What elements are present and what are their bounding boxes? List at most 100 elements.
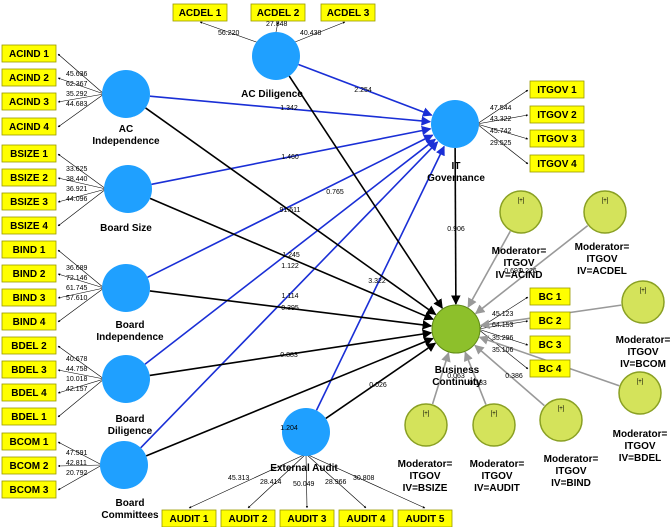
bc-indicator-1[interactable]: BC 1 (529, 287, 571, 306)
label-ac-diligence: AC Diligence (241, 89, 303, 100)
label-external-audit: External Audit (270, 463, 338, 474)
moderator-acind[interactable] (499, 190, 543, 234)
audit-loading-2: 28.414 (260, 479, 282, 486)
bc-indicator-3[interactable]: BC 3 (529, 335, 571, 354)
path-bsize-itgov (151, 125, 432, 186)
bind-indicator-2[interactable]: BIND 2 (1, 264, 57, 283)
bdel-indicator-1[interactable]: BDEL 2 (1, 336, 57, 355)
construct-bsize[interactable] (104, 165, 152, 213)
bcom-indicator-3[interactable]: BCOM 3 (1, 480, 57, 499)
bsize-indicator-2[interactable]: BSIZE 2 (1, 168, 57, 187)
acdel-indicator-2[interactable]: ACDEL 2 (250, 3, 306, 22)
bdel-indicator-4[interactable]: BDEL 1 (1, 407, 57, 426)
bsize-indicator-4[interactable]: BSIZE 4 (1, 216, 57, 235)
acind-loading-2: 62.367 (66, 81, 88, 88)
bsize-indicator-1-label: BSIZE 1 (10, 149, 48, 160)
acind-indicator-3[interactable]: ACIND 3 (1, 92, 57, 111)
moderator-bdel[interactable] (618, 371, 662, 415)
bsize-loading-3: 36.921 (66, 186, 88, 193)
acdel-indicator-3[interactable]: ACDEL 3 (320, 3, 376, 22)
path-bind-bc (149, 290, 433, 330)
construct-bc[interactable] (431, 304, 481, 354)
moderator-acdel[interactable] (583, 190, 627, 234)
moderator-bind[interactable] (539, 398, 583, 442)
itgov-indicator-3-label: ITGOV 3 (537, 134, 577, 145)
bdel-arrow-2 (57, 369, 105, 380)
coef-mod-bcom: 0.386 (505, 373, 523, 380)
moderator-marker-bind: [+] (558, 406, 565, 412)
path-bsize-bc (149, 197, 434, 321)
bc-indicator-4[interactable]: BC 4 (529, 359, 571, 378)
path-moderator-acdel-bc (474, 224, 589, 315)
audit-indicator-1[interactable]: AUDIT 1 (161, 509, 217, 527)
path-bcom-bc (145, 337, 434, 457)
acind-indicator-1[interactable]: ACIND 1 (1, 44, 57, 63)
moderator-marker-bcom: [+] (640, 288, 647, 294)
bind-indicator-1[interactable]: BIND 1 (1, 240, 57, 259)
bc-indicator-1-box (529, 287, 571, 306)
bcom-indicator-3-label: BCOM 3 (10, 485, 49, 496)
construct-acind[interactable] (102, 70, 150, 118)
audit-indicator-4[interactable]: AUDIT 4 (338, 509, 394, 527)
bc-indicator-2-label: BC 2 (539, 316, 562, 327)
acdel-indicator-1[interactable]: ACDEL 1 (172, 3, 228, 22)
itgov-arrow-2 (476, 114, 529, 125)
acind-indicator-4[interactable]: ACIND 4 (1, 117, 57, 136)
bdel-indicator-3[interactable]: BDEL 4 (1, 383, 57, 402)
bsize-indicator-1[interactable]: BSIZE 1 (1, 144, 57, 163)
audit-indicator-3[interactable]: AUDIT 3 (279, 509, 335, 527)
audit-indicator-5[interactable]: AUDIT 5 (397, 509, 453, 527)
coef-audit-bc: 0.026 (369, 382, 387, 389)
acind-arrow-2 (57, 77, 105, 95)
bcom-indicator-2[interactable]: BCOM 2 (1, 456, 57, 475)
itgov-indicator-4[interactable]: ITGOV 4 (529, 154, 585, 173)
bdel-indicator-2[interactable]: BDEL 3 (1, 360, 57, 379)
itgov-indicator-1[interactable]: ITGOV 1 (529, 80, 585, 99)
bind-indicator-3[interactable]: BIND 3 (1, 288, 57, 307)
construct-bind[interactable] (102, 264, 150, 312)
audit-indicator-2[interactable]: AUDIT 2 (220, 509, 276, 527)
bcom-indicator-3-box (1, 480, 57, 499)
coef-mod-bind: 0.183 (469, 380, 487, 387)
bsize-indicator-3-label: BSIZE 3 (10, 197, 48, 208)
moderator-audit[interactable] (472, 403, 516, 447)
bind-loading-3: 61.745 (66, 285, 88, 292)
acdel-indicator-2-box (250, 3, 306, 22)
construct-bdel[interactable] (102, 355, 150, 403)
itgov-indicator-2[interactable]: ITGOV 2 (529, 105, 585, 124)
coef-bdel-bc: 0.883 (280, 352, 298, 359)
audit-arrow-5 (305, 453, 426, 509)
acind-arrow-1 (57, 53, 105, 95)
construct-audit[interactable] (282, 408, 330, 456)
construct-bcom[interactable] (100, 441, 148, 489)
acind-indicator-2[interactable]: ACIND 2 (1, 68, 57, 87)
acind-indicator-3-box (1, 92, 57, 111)
moderator-bcom[interactable] (621, 280, 665, 324)
bcom-arrow-1 (57, 441, 103, 466)
audit-arrow-3 (305, 453, 309, 509)
bind-indicator-3-box (1, 288, 57, 307)
bc-indicator-2[interactable]: BC 2 (529, 311, 571, 330)
acind-arrow-4 (57, 93, 105, 128)
audit-indicator-5-box (397, 509, 453, 527)
bc-indicator-2-box (529, 311, 571, 330)
bind-indicator-4[interactable]: BIND 4 (1, 312, 57, 331)
construct-acdel[interactable] (252, 32, 300, 80)
acdel-arrow-1 (199, 21, 263, 45)
bc-arrow-3 (477, 328, 529, 346)
bc-loading-2: 64.153 (492, 322, 514, 329)
moderator-bsize[interactable] (404, 403, 448, 447)
audit-arrow-1 (188, 453, 307, 509)
construct-itgov[interactable] (431, 100, 479, 148)
acind-arrow-3 (57, 93, 105, 103)
bsize-indicator-3[interactable]: BSIZE 3 (1, 192, 57, 211)
itgov-indicator-3[interactable]: ITGOV 3 (529, 129, 585, 148)
bcom-indicator-1[interactable]: BCOM 1 (1, 432, 57, 451)
itgov-loading-2: 43.322 (490, 116, 512, 123)
